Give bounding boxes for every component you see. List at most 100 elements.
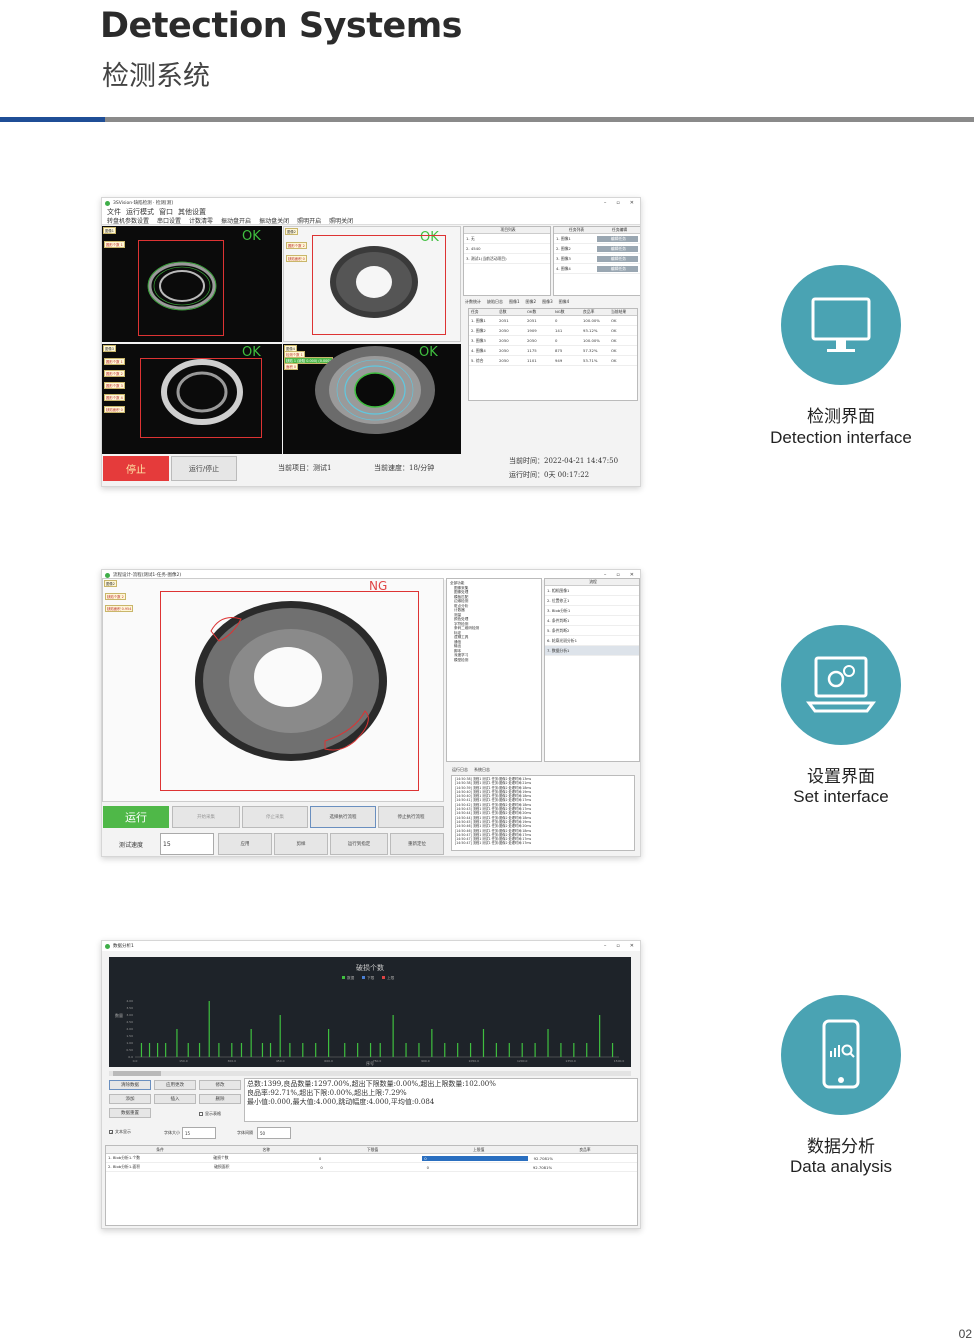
list-item[interactable]: 1. 相机图像1 — [545, 586, 639, 596]
minimize-icon[interactable]: – — [603, 572, 607, 578]
tree-item[interactable]: 输出 — [454, 644, 462, 648]
list-item[interactable]: 2. 4540 — [464, 244, 550, 254]
caption-detection-en: Detection interface — [770, 428, 912, 447]
tree-item[interactable]: 计数器 — [454, 608, 465, 612]
close-icon[interactable]: ✕ — [629, 572, 634, 578]
stop-button[interactable]: 停止 — [103, 456, 169, 481]
tree-item[interactable]: 通信 — [454, 639, 462, 644]
tab-image2[interactable]: 图像2 — [525, 299, 537, 304]
flow-camera-view[interactable]: 图像2 缺陷个数 2 缺陷面积 0.954 NG — [102, 578, 444, 802]
camera-view-2[interactable]: 图像2 圆形个数 2 缺陷面积 0 OK — [283, 226, 461, 342]
menu-window[interactable]: 窗口 — [159, 208, 173, 216]
reset-data-button[interactable]: 数据重置 — [109, 1108, 151, 1118]
speed-input[interactable]: 15 — [160, 833, 214, 855]
list-item[interactable]: 5. 条件判断2 — [545, 626, 639, 636]
tree-item[interactable]: 标定 — [454, 630, 462, 635]
maximize-icon[interactable]: ▫ — [616, 943, 620, 949]
edit-task-button[interactable]: 编辑任务 — [597, 235, 638, 242]
apply-changes-button[interactable]: 应用更改 — [154, 1080, 196, 1090]
list-item[interactable]: 2. 位置修正1 — [545, 596, 639, 606]
log-line: [14:50:47] 流程1 测试1 任务:图像2 处理时间:17ms — [455, 837, 532, 842]
tree-item[interactable]: 条码二维码检测 — [454, 626, 480, 630]
tree-item[interactable]: 边缘检测 — [454, 599, 469, 603]
run-to-step-button[interactable]: 运行到指定 — [330, 833, 388, 855]
tab-run-log[interactable]: 运行日志 — [452, 767, 468, 772]
toolbar-serial[interactable]: 串口设置 — [157, 217, 182, 225]
list-item[interactable]: 7. 数据分析1 — [545, 646, 639, 656]
chart-xtick-label: 1500.0 — [614, 1059, 625, 1063]
edit-task-button[interactable]: 编辑任务 — [597, 255, 638, 262]
modify-button[interactable]: 修改 — [199, 1080, 241, 1090]
tab-image4[interactable]: 图像4 — [558, 299, 570, 304]
add-button[interactable]: 添加 — [109, 1094, 151, 1104]
chart-xtick-label: 1050.0 — [469, 1059, 480, 1063]
toolbar-light-off[interactable]: 照明关闭 — [329, 217, 354, 225]
run-button[interactable]: 运行 — [103, 806, 169, 828]
apply-button[interactable]: 应用 — [218, 833, 272, 855]
tree-item[interactable]: 颜色处理 — [454, 617, 469, 621]
tree-item[interactable]: 深度学习 — [454, 653, 469, 657]
list-item[interactable]: 4. 条件判断1 — [545, 616, 639, 626]
tree-item[interactable]: 字符检测 — [454, 621, 469, 626]
tree-item[interactable]: 逻辑工具 — [454, 635, 469, 639]
delete-button[interactable]: 删除 — [199, 1094, 241, 1104]
edit-task-button[interactable]: 编辑任务 — [597, 265, 638, 272]
close-icon[interactable]: ✕ — [629, 943, 634, 949]
edit-task-button[interactable]: 编辑任务 — [597, 245, 638, 252]
list-item[interactable]: 6. 轮廓光斑分析1 — [545, 636, 639, 646]
tree-item[interactable]: 全部功能 — [450, 581, 465, 585]
menu-other[interactable]: 其他设置 — [178, 208, 206, 216]
minimize-icon[interactable]: – — [603, 943, 607, 949]
log-line: [14:50:40] 流程1 测试1 任务:图像2 处理时间:19ms — [455, 789, 532, 794]
font-spacing-input[interactable]: 50 — [257, 1127, 291, 1139]
tree-item[interactable]: 图像处理 — [454, 590, 469, 594]
run-stop-button[interactable]: 运行/停止 — [171, 456, 237, 481]
list-item[interactable]: 3. Blob分析1 — [545, 606, 639, 616]
relocate-button[interactable]: 重新定位 — [390, 833, 444, 855]
toolbar-reset-count[interactable]: 计数清零 — [189, 217, 214, 225]
stop-capture-button[interactable]: 停止采集 — [242, 806, 308, 828]
page-subtitle: 检测系统 — [102, 61, 210, 92]
tab-count[interactable]: 计数统计 — [465, 299, 481, 304]
tree-item[interactable]: 图像采集 — [454, 585, 469, 590]
toolbar-light-on[interactable]: 照明开启 — [297, 217, 322, 225]
select-flow-button[interactable]: 选择执行流程 — [310, 806, 376, 828]
text-display-checkbox[interactable]: ✓ 文本显示 — [109, 1129, 131, 1135]
list-item[interactable]: 1. 无 — [464, 234, 550, 244]
tree-item[interactable]: 斑点分析 — [454, 603, 469, 608]
tree-item[interactable]: 模型检测 — [454, 657, 469, 662]
toolbar-vibration-off[interactable]: 振动盘关闭 — [259, 217, 290, 225]
camera-view-1[interactable]: 图像1 圆形个数 1 OK — [102, 226, 282, 342]
header-rule-accent — [0, 117, 105, 122]
tab-image3[interactable]: 图像3 — [542, 299, 553, 304]
list-item[interactable]: 3. 测试1(当前活动项目) — [464, 254, 550, 264]
menu-file[interactable]: 文件 — [107, 208, 121, 216]
caption-set-cn: 设置界面 — [807, 767, 875, 787]
maximize-icon[interactable]: ▫ — [616, 572, 620, 578]
font-size-input[interactable]: 15 — [182, 1127, 216, 1139]
menu-run-mode[interactable]: 运行模式 — [126, 208, 154, 216]
tree-item[interactable]: 脚本 — [454, 648, 462, 653]
maximize-icon[interactable]: ▫ — [616, 200, 620, 206]
toolbar-turntable[interactable]: 转盘机参数设置 — [107, 217, 150, 225]
horizontal-scrollbar[interactable] — [109, 1071, 631, 1076]
camera-view-4[interactable]: 图像4 检测个数 1 缺陷 1 (缺陷 0.000) (0.000) 面积 0 … — [283, 344, 461, 454]
toolbar-vibration-on[interactable]: 振动盘开启 — [221, 217, 252, 225]
start-capture-button[interactable]: 开始采集 — [172, 806, 240, 828]
minimize-icon[interactable]: – — [603, 200, 607, 206]
tree-item[interactable]: 测量 — [454, 612, 462, 617]
detection-window: 3SVision·缺陷检测 · 检测[测] –▫✕ 文件 运行模式 窗口 其他设… — [101, 197, 641, 487]
insert-button[interactable]: 插入 — [154, 1094, 196, 1104]
chart-ytick-label: 3.50 — [126, 1006, 133, 1010]
camera-view-3[interactable]: 图像3 圆形个数 1 圆形个数 2 圆形个数 3 圆形个数 4 缺陷面积 0 O… — [102, 344, 282, 454]
tab-image1[interactable]: 图像1 — [509, 299, 520, 304]
function-tree: 全部功能 图像采集 图像处理 模板匹配 边缘检测 斑点分析 计数器 测量 颜色处… — [446, 578, 542, 762]
close-icon[interactable]: ✕ — [629, 200, 634, 206]
show-grid-checkbox[interactable]: 显示表格 — [199, 1111, 221, 1117]
tab-system-log[interactable]: 系统日志 — [474, 767, 490, 772]
clear-data-button[interactable]: 清除数据 — [109, 1080, 151, 1090]
stop-flow-button[interactable]: 停止执行流程 — [378, 806, 444, 828]
tab-defect-log[interactable]: 缺陷日志 — [487, 299, 503, 304]
clip-button[interactable]: 剪样 — [274, 833, 328, 855]
tree-item[interactable]: 模板匹配 — [454, 594, 469, 599]
